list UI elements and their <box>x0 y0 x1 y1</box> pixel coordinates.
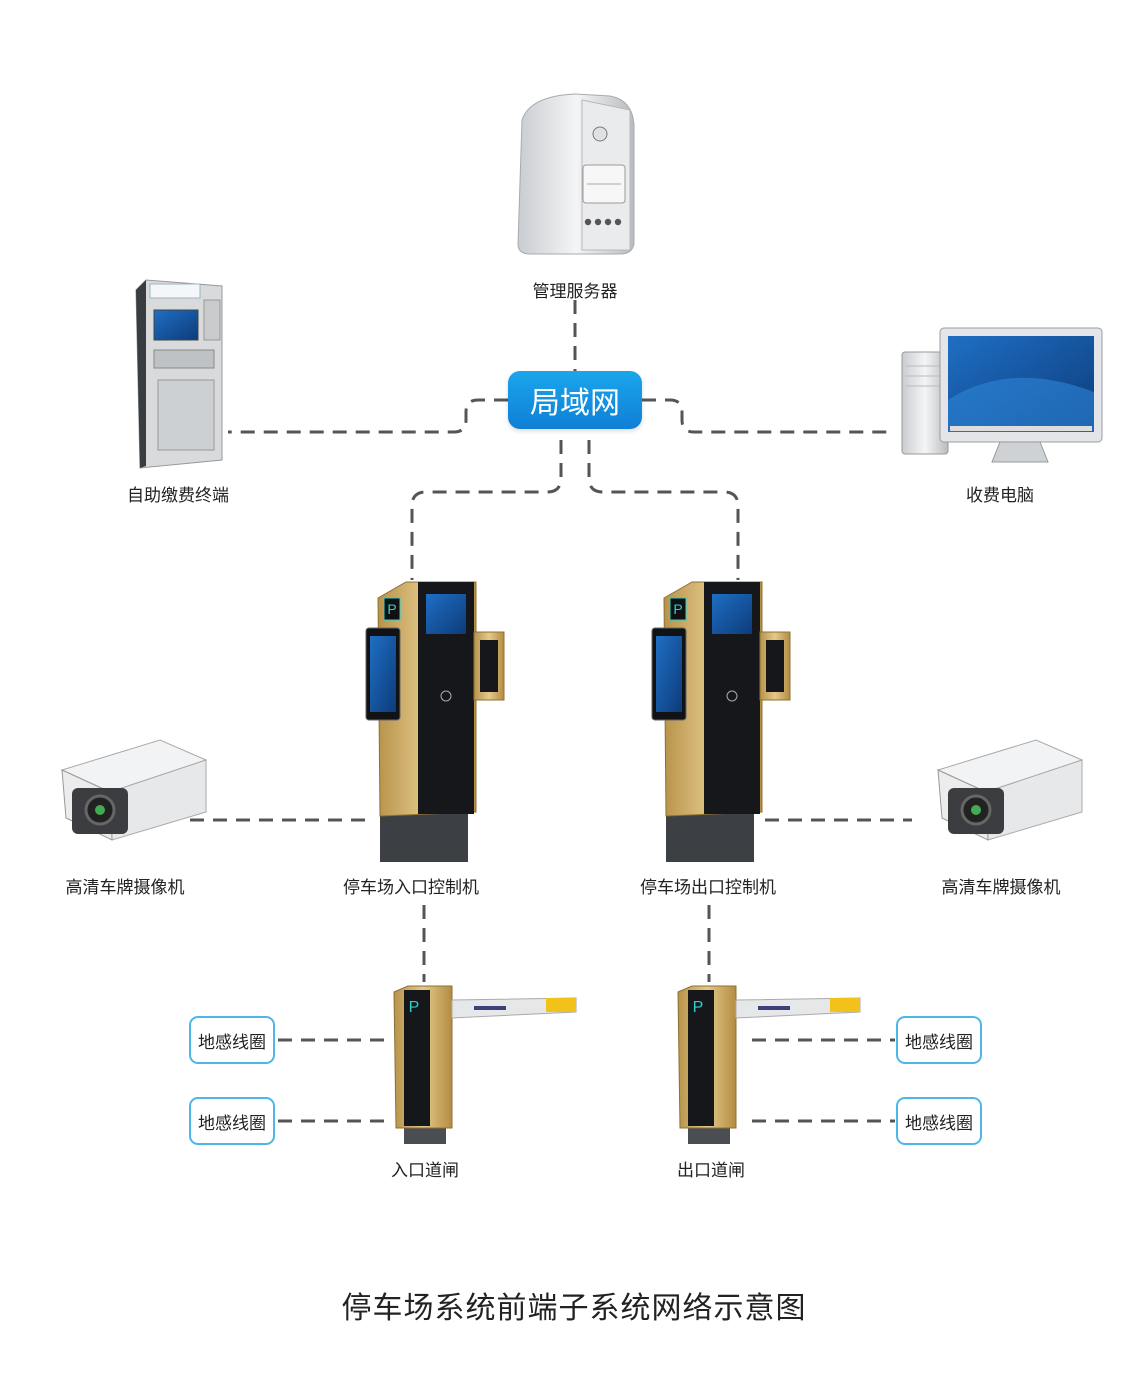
connectors <box>190 300 912 1123</box>
connector-lan-pc <box>642 398 890 434</box>
svg-text:P: P <box>693 999 704 1016</box>
loop-detector-left-2: 地感线圈 <box>189 1097 275 1145</box>
camera-left-icon <box>60 739 208 841</box>
entry-gate-icon: P <box>393 985 577 1144</box>
entry-controller-label: 停车场入口控制机 <box>343 878 479 898</box>
connector-lan-kiosk <box>228 398 508 434</box>
svg-text:P: P <box>673 601 682 617</box>
pc-label: 收费电脑 <box>966 486 1034 506</box>
loop-detector-right-2: 地感线圈 <box>896 1097 982 1145</box>
entry-gate-label: 入口道闸 <box>391 1161 459 1181</box>
loop-detector-label: 地感线圈 <box>905 1032 973 1053</box>
server-icon <box>517 93 635 255</box>
camera-right-icon <box>936 739 1084 841</box>
loop-detector-left-1: 地感线圈 <box>189 1016 275 1064</box>
server-label: 管理服务器 <box>532 282 618 302</box>
exit-gate-icon: P <box>677 985 861 1144</box>
camera-right-label: 高清车牌摄像机 <box>941 878 1061 898</box>
diagram-caption: 停车场系统前端子系统网络示意图 <box>341 1291 807 1326</box>
lan-node: 局域网 <box>508 371 642 429</box>
exit-controller-icon: P <box>651 581 791 862</box>
kiosk-icon <box>135 279 223 469</box>
loop-detector-label: 地感线圈 <box>198 1113 266 1134</box>
pc-icon <box>901 327 1103 463</box>
connector-lan-entry <box>410 440 563 580</box>
exit-gate-label: 出口道闸 <box>677 1161 745 1181</box>
loop-detector-label: 地感线圈 <box>905 1113 973 1134</box>
svg-text:P: P <box>387 601 396 617</box>
camera-left-label: 高清车牌摄像机 <box>65 878 185 898</box>
loop-detector-right-1: 地感线圈 <box>896 1016 982 1064</box>
svg-text:P: P <box>409 999 420 1016</box>
loop-detector-label: 地感线圈 <box>198 1032 266 1053</box>
lan-label: 局域网 <box>530 386 620 421</box>
connector-lan-exit <box>587 440 740 580</box>
entry-controller-icon: P <box>365 581 505 862</box>
exit-controller-label: 停车场出口控制机 <box>640 878 776 898</box>
kiosk-label: 自助缴费终端 <box>127 486 229 506</box>
